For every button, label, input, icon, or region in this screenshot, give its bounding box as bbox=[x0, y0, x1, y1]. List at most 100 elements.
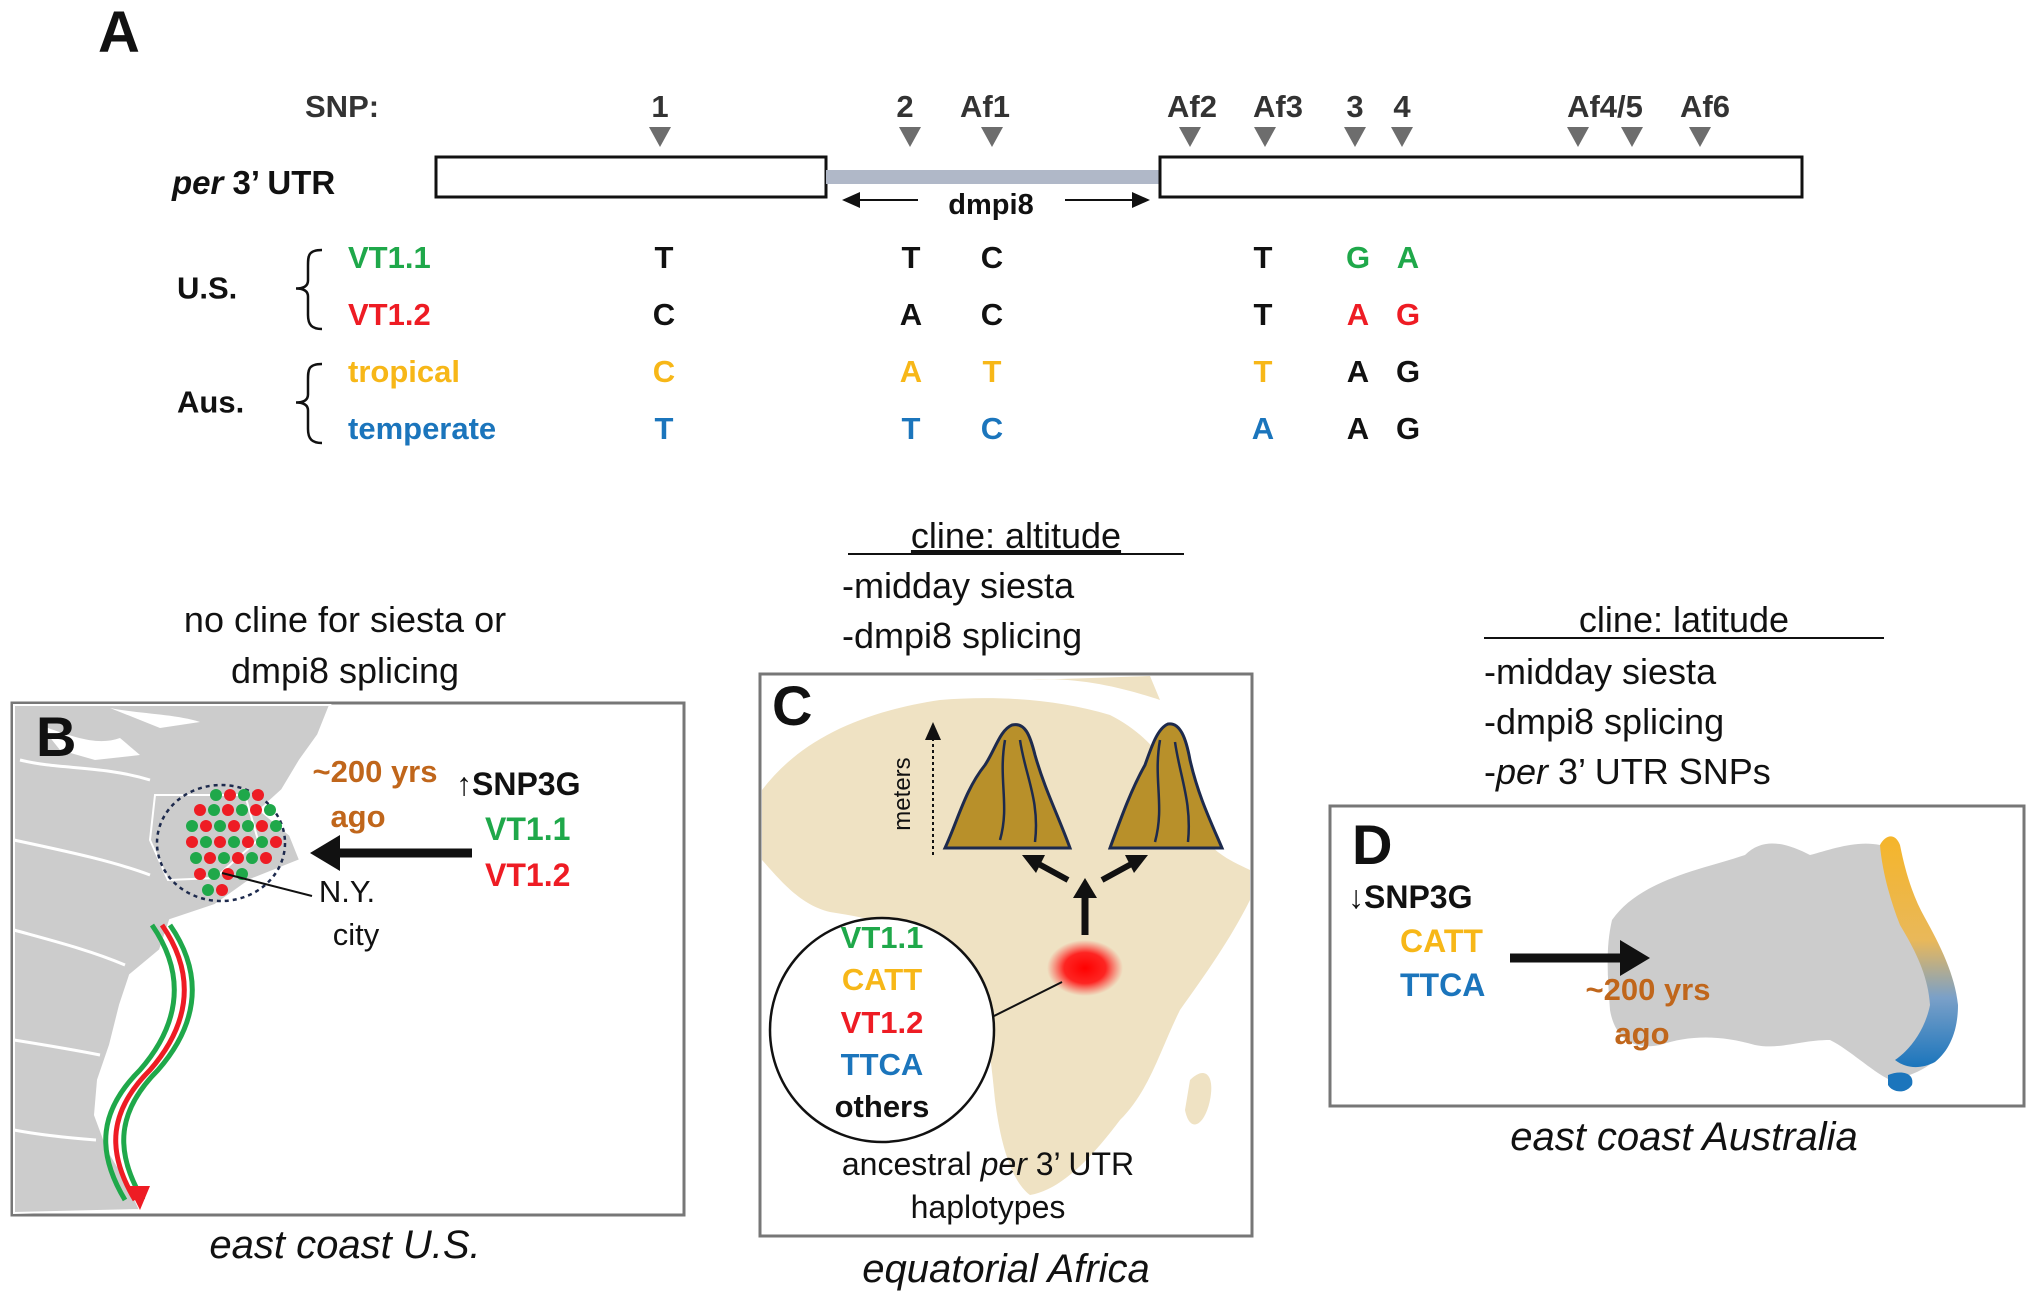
panel-c-caption: equatorial Africa bbox=[862, 1247, 1150, 1291]
australia-landmass bbox=[1607, 843, 1956, 1080]
population-dot bbox=[232, 852, 244, 864]
us-state-border bbox=[13, 838, 151, 877]
snp-marker-label: Af1 bbox=[960, 89, 1010, 124]
allele-cell: G bbox=[1396, 411, 1420, 446]
population-dot bbox=[186, 820, 198, 832]
mountain-right-body bbox=[1107, 722, 1225, 850]
snp-marker-triangle-icon bbox=[649, 127, 671, 147]
ancestral-haplotype-item: VT1.2 bbox=[841, 1005, 924, 1040]
population-dot bbox=[202, 884, 214, 896]
panel-b-years-line-1: ~200 yrs bbox=[313, 754, 438, 789]
population-dot bbox=[236, 804, 248, 816]
panel-d-caption: east coast Australia bbox=[1510, 1115, 1858, 1159]
snp-marker-triangle-icon bbox=[1344, 127, 1366, 147]
allele-cell: T bbox=[1254, 240, 1273, 275]
panel-b-snp3g: ↑SNP3G bbox=[456, 766, 580, 802]
europe-edge bbox=[1030, 676, 1160, 700]
population-dot bbox=[264, 804, 276, 816]
panel-b-header-line-2: dmpi8 splicing bbox=[231, 650, 459, 691]
snp-marker-triangle-icon bbox=[899, 127, 921, 147]
population-dot bbox=[194, 804, 206, 816]
snp-marker-triangle-icon bbox=[981, 127, 1003, 147]
population-dot bbox=[260, 852, 272, 864]
utr-label-rest: 3’ UTR bbox=[223, 164, 335, 201]
ancestral-caption-line-1: ancestral per 3’ UTR bbox=[842, 1146, 1134, 1182]
panel-b-header-line-1: no cline for siesta or bbox=[184, 599, 506, 640]
panel-b-haplotype-vt12: VT1.2 bbox=[485, 857, 570, 893]
panel-d-header-item-3-italic: per bbox=[1495, 751, 1550, 792]
group-bracket bbox=[295, 362, 323, 445]
haplotype-name: VT1.2 bbox=[348, 297, 431, 332]
haplotype-group-label: Aus. bbox=[177, 385, 244, 420]
us-state-border bbox=[13, 1038, 101, 1057]
population-dot bbox=[252, 789, 264, 801]
panel-d-years-line-2: ago bbox=[1614, 1016, 1669, 1051]
panel-d-migration-arrowhead bbox=[1620, 940, 1650, 976]
allele-cell: T bbox=[983, 354, 1002, 389]
panel-b-migration-arrowhead bbox=[310, 835, 340, 871]
panel-b: no cline for siesta or dmpi8 splicing N.… bbox=[10, 599, 686, 1267]
ancestral-caption-italic: per bbox=[980, 1146, 1029, 1182]
population-dot bbox=[224, 789, 236, 801]
population-dot bbox=[194, 868, 206, 880]
population-dot bbox=[216, 884, 228, 896]
population-dot bbox=[214, 836, 226, 848]
utr-box-left bbox=[434, 155, 828, 199]
allele-cell: C bbox=[981, 411, 1003, 446]
population-dot bbox=[222, 804, 234, 816]
population-dot bbox=[186, 836, 198, 848]
snp-marker-label: 4 bbox=[1393, 89, 1411, 124]
allele-cell: C bbox=[653, 297, 675, 332]
population-dot bbox=[204, 852, 216, 864]
snp-marker-label: Af3 bbox=[1253, 89, 1303, 124]
allele-cell: A bbox=[1347, 297, 1369, 332]
population-dot bbox=[228, 820, 240, 832]
nyc-population-cluster-outline bbox=[155, 783, 287, 903]
panel-d: cline: latitude -midday siesta -dmpi8 sp… bbox=[1328, 599, 2026, 1159]
allele-cell: T bbox=[902, 240, 921, 275]
allele-cell: A bbox=[1252, 411, 1274, 446]
allele-cell: A bbox=[1397, 240, 1419, 275]
ancestral-origin-hotspot bbox=[1047, 940, 1123, 996]
panel-d-header-item-3-dash: - bbox=[1484, 751, 1496, 792]
ancestral-haplotype-circle bbox=[768, 916, 996, 1144]
great-lake bbox=[110, 708, 200, 728]
nyc-label-line-1: N.Y. bbox=[319, 874, 375, 909]
population-dot bbox=[242, 820, 254, 832]
population-dot bbox=[214, 820, 226, 832]
haplotype-name: temperate bbox=[348, 411, 496, 446]
haplotype-name: VT1.1 bbox=[348, 240, 431, 275]
nyc-pointer-line bbox=[221, 872, 313, 897]
allele-cell: T bbox=[1254, 297, 1273, 332]
panel-b-years-line-2: ago bbox=[330, 799, 385, 834]
panel-d-letter: D bbox=[1352, 813, 1392, 876]
panel-a-letter: A bbox=[98, 0, 140, 65]
altitude-axis-arrowhead bbox=[925, 722, 941, 740]
us-state-border bbox=[13, 928, 126, 967]
population-dot bbox=[208, 804, 220, 816]
australia-map bbox=[1607, 836, 1958, 1092]
snp-marker-label: Af2 bbox=[1167, 89, 1217, 124]
panel-b-caption: east coast U.S. bbox=[209, 1223, 480, 1267]
mountain-left-body bbox=[942, 723, 1073, 850]
allele-cell: T bbox=[655, 240, 674, 275]
population-dot bbox=[270, 836, 282, 848]
population-dot bbox=[242, 836, 254, 848]
panel-c-header-item-1: -midday siesta bbox=[842, 565, 1075, 606]
ancestral-haplotype-item: TTCA bbox=[841, 1047, 924, 1082]
haplotype-name: tropical bbox=[348, 354, 460, 389]
snp-label: SNP: bbox=[305, 89, 379, 124]
mountain-right bbox=[1107, 722, 1225, 850]
panel-c-header-item-2: -dmpi8 splicing bbox=[842, 615, 1082, 656]
nyc-population-dots bbox=[186, 789, 282, 896]
snp-marker-triangle-icon bbox=[1567, 127, 1589, 147]
panel-d-header-item-3: -per 3’ UTR SNPs bbox=[1484, 751, 1771, 792]
population-dot bbox=[228, 836, 240, 848]
snp-marker-label: Af4/5 bbox=[1567, 89, 1643, 124]
allele-cell: T bbox=[902, 411, 921, 446]
population-dot bbox=[270, 820, 282, 832]
mountain-left bbox=[942, 723, 1073, 850]
panel-d-snp3g: ↓SNP3G bbox=[1348, 879, 1472, 915]
